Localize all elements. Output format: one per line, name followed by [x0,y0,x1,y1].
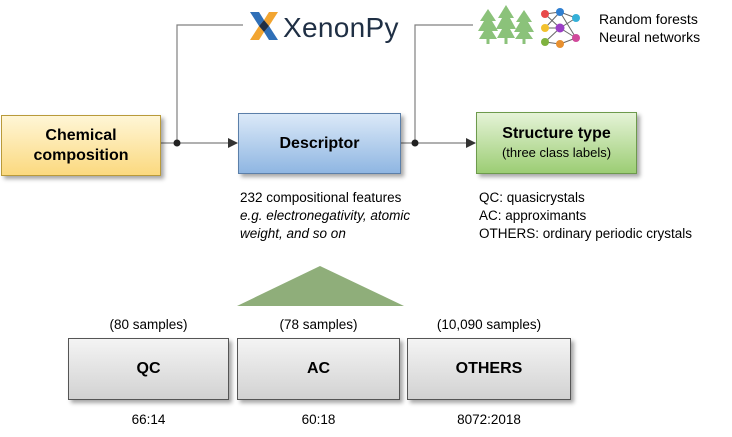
split-triangle [237,266,404,306]
chemical-composition-line2: composition [33,146,129,164]
qc-split-ratio: 66:14 [131,412,166,427]
class-note-line1: QC: quasicrystals [479,190,585,205]
ac-split-ratio: 60:18 [301,412,336,427]
chemical-composition-box: Chemical composition [1,115,161,176]
junction-dot-xenonpy [173,139,181,147]
chemical-composition-line1: Chemical [45,126,117,144]
others-sample-count: (10,090 samples) [436,317,542,332]
descriptor-note-line3: weight, and so on [240,226,346,241]
ml-methods-line1: Random forests [599,11,698,27]
class-note-line3: OTHERS: ordinary periodic crystals [479,226,693,241]
ml-connector [414,24,473,143]
ac-class-label: AC [306,360,331,377]
structure-type-subtitle: (three class labels) [501,145,612,160]
others-class-label: OTHERS [455,360,523,377]
class-note-line2: AC: approximants [479,208,587,223]
others-class-box: OTHERS [407,338,571,400]
ac-class-box: AC [237,338,400,400]
structure-type-box: Structure type (three class labels) [476,112,637,174]
qc-class-label: QC [136,360,161,377]
xenonpy-logo-text: XenonPy [283,12,399,43]
ml-methods-line2: Neural networks [599,29,701,45]
qc-class-box: QC [68,338,229,400]
descriptor-note-line2: e.g. electronegativity, atomic [240,208,411,223]
descriptor-box: Descriptor [238,113,401,174]
structure-type-title: Structure type [502,125,611,142]
descriptor-note-line1: 232 compositional features [240,190,402,205]
descriptor-label: Descriptor [279,134,360,152]
neural-network-icon [541,8,580,48]
random-forest-icon [478,5,534,44]
xenonpy-logo-icon [250,12,278,40]
ac-sample-count: (78 samples) [279,317,358,332]
qc-sample-count: (80 samples) [109,317,188,332]
junction-dot-ml [411,139,419,147]
xenonpy-connector [176,24,243,143]
others-split-ratio: 8072:2018 [457,412,521,427]
